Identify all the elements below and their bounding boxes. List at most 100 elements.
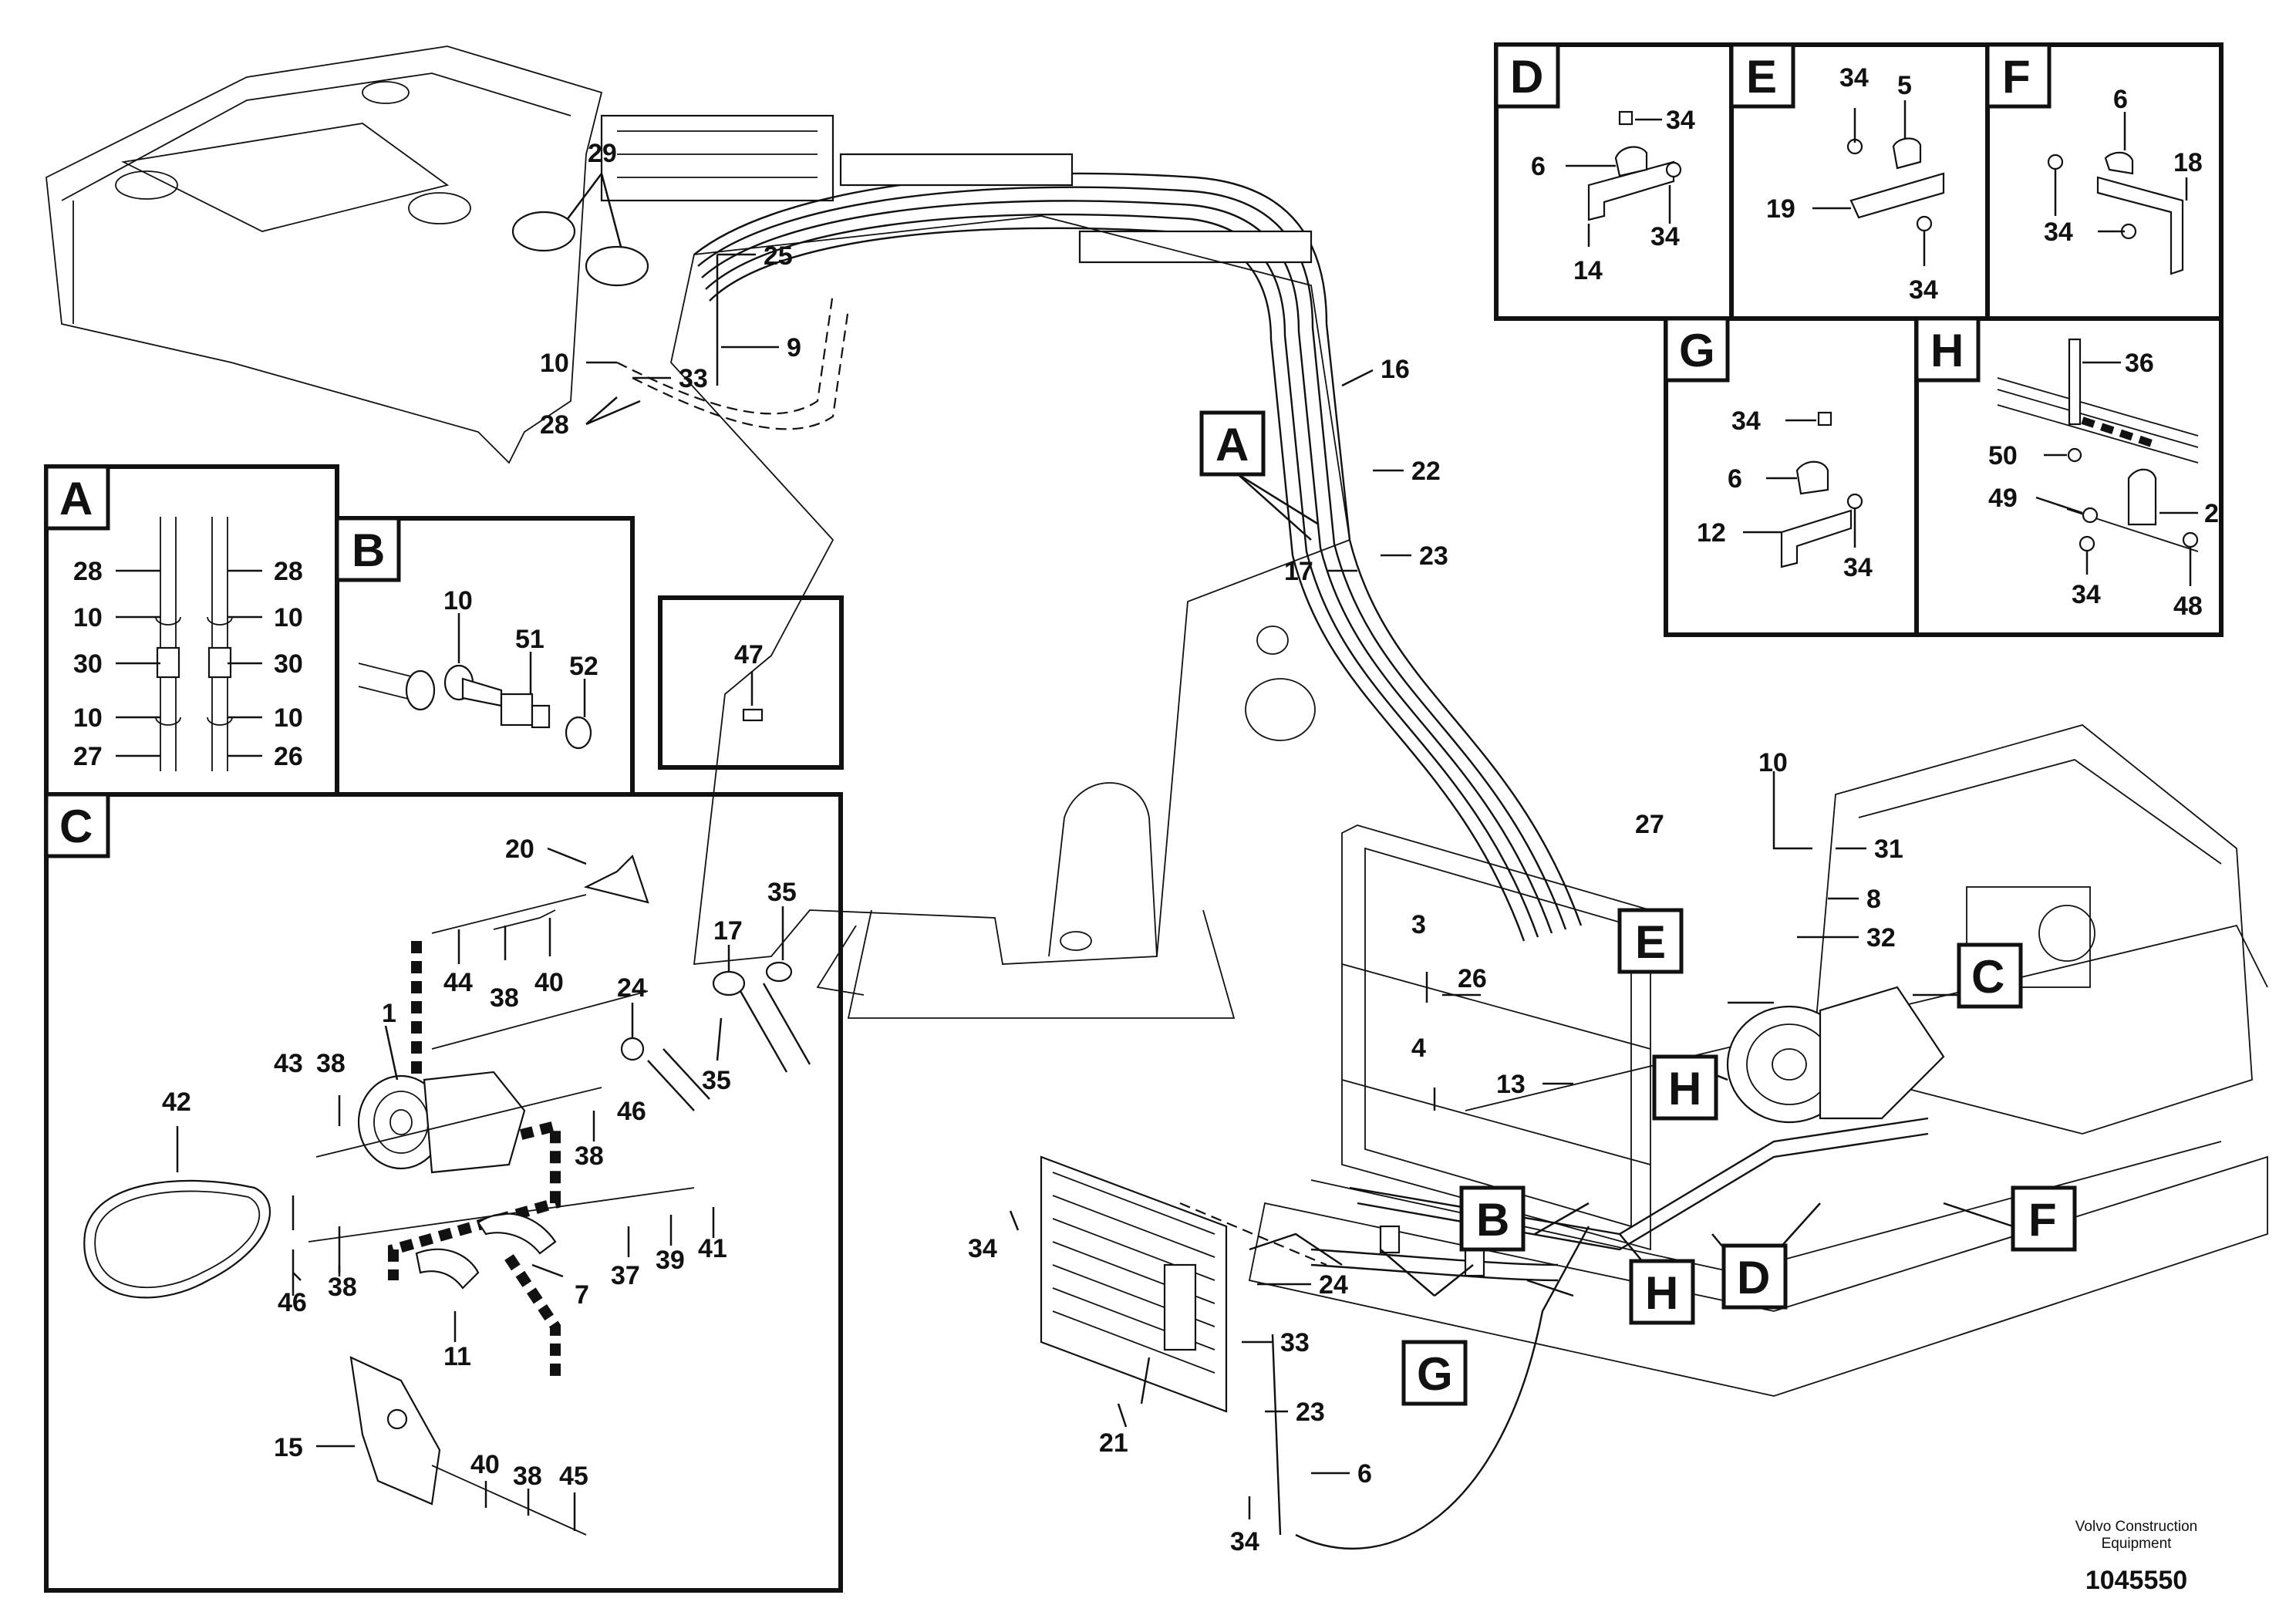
svg-text:20: 20 bbox=[505, 835, 534, 864]
svg-text:34: 34 bbox=[1909, 275, 1938, 305]
callout-33b: 33 bbox=[1280, 1328, 1310, 1357]
callout-27: 27 bbox=[1635, 810, 1664, 839]
tag-C-main: C bbox=[1957, 943, 2023, 1009]
svg-text:38: 38 bbox=[490, 983, 519, 1013]
svg-text:34: 34 bbox=[1843, 553, 1873, 582]
svg-text:45: 45 bbox=[559, 1462, 588, 1491]
tag-D-main: D bbox=[1721, 1243, 1788, 1310]
callout-9: 9 bbox=[787, 333, 801, 363]
svg-text:H: H bbox=[1930, 325, 1964, 376]
main-compressor bbox=[1726, 986, 1945, 1124]
boom-hoses bbox=[616, 153, 1583, 942]
svg-text:12: 12 bbox=[1697, 518, 1726, 548]
detail-H: H 36 50 49 2 34 48 bbox=[1914, 316, 2224, 637]
detail-E: E 34 5 19 34 bbox=[1729, 42, 1990, 321]
tag-F-main: F bbox=[2011, 1185, 2077, 1252]
svg-text:24: 24 bbox=[617, 973, 646, 1003]
callout-23: 23 bbox=[1419, 541, 1448, 571]
svg-text:41: 41 bbox=[698, 1234, 727, 1263]
callout-34b: 34 bbox=[1230, 1527, 1259, 1556]
svg-text:C: C bbox=[1971, 951, 2004, 1003]
lower-platform bbox=[1248, 924, 2268, 1397]
brand-line-2: Equipment bbox=[2102, 1536, 2173, 1552]
callout-28: 28 bbox=[540, 410, 569, 440]
callout-17: 17 bbox=[1284, 557, 1313, 586]
svg-text:34: 34 bbox=[2072, 580, 2101, 609]
svg-text:D: D bbox=[1737, 1252, 1770, 1303]
svg-text:49: 49 bbox=[1988, 484, 2018, 513]
svg-text:39: 39 bbox=[656, 1246, 685, 1275]
svg-text:38: 38 bbox=[328, 1273, 357, 1302]
tag-H-main-upper: H bbox=[1652, 1054, 1718, 1121]
svg-text:15: 15 bbox=[274, 1433, 303, 1462]
callout-32: 32 bbox=[1866, 923, 1896, 953]
svg-text:18: 18 bbox=[2173, 148, 2203, 177]
callout-4: 4 bbox=[1411, 1034, 1426, 1063]
svg-text:52: 52 bbox=[569, 652, 598, 681]
drawing-footer: Volvo Construction Equipment 1045550 bbox=[2075, 1519, 2197, 1595]
svg-text:17: 17 bbox=[713, 916, 743, 946]
svg-text:47: 47 bbox=[734, 640, 764, 669]
svg-text:35: 35 bbox=[767, 878, 797, 907]
svg-text:D: D bbox=[1510, 51, 1543, 103]
callout-24: 24 bbox=[1319, 1270, 1348, 1300]
callout-34a: 34 bbox=[968, 1234, 997, 1263]
svg-text:34: 34 bbox=[2044, 218, 2073, 247]
svg-text:34: 34 bbox=[1650, 222, 1680, 251]
svg-text:2: 2 bbox=[2204, 499, 2219, 528]
callout-22: 22 bbox=[1411, 457, 1441, 486]
svg-text:42: 42 bbox=[162, 1088, 191, 1117]
detail-G: G 34 6 12 34 bbox=[1664, 316, 1919, 637]
detail-A: A 28 28 10 10 30 30 10 10 27 26 bbox=[44, 464, 339, 797]
tag-A-main: A bbox=[1199, 410, 1266, 477]
svg-text:E: E bbox=[1635, 916, 1666, 968]
svg-text:46: 46 bbox=[278, 1288, 307, 1317]
svg-text:E: E bbox=[1746, 51, 1777, 103]
svg-text:5: 5 bbox=[1897, 71, 1912, 100]
svg-text:G: G bbox=[1417, 1348, 1453, 1400]
callout-26: 26 bbox=[1458, 964, 1487, 993]
callout-10b: 10 bbox=[1758, 748, 1788, 777]
upper-frame bbox=[46, 46, 834, 464]
svg-text:40: 40 bbox=[534, 968, 564, 997]
callout-16: 16 bbox=[1381, 355, 1410, 384]
svg-text:H: H bbox=[1668, 1063, 1701, 1114]
svg-text:50: 50 bbox=[1988, 441, 2018, 470]
svg-text:43: 43 bbox=[274, 1049, 303, 1078]
svg-text:F: F bbox=[2002, 51, 2031, 103]
svg-text:10: 10 bbox=[73, 703, 103, 733]
callout-6: 6 bbox=[1357, 1459, 1372, 1489]
main-leaders bbox=[511, 173, 2014, 1519]
svg-text:A: A bbox=[1215, 419, 1249, 470]
svg-text:G: G bbox=[1679, 325, 1715, 376]
svg-text:37: 37 bbox=[611, 1261, 640, 1290]
svg-text:34: 34 bbox=[1731, 406, 1761, 436]
callout-25: 25 bbox=[764, 241, 793, 271]
tag-G-main: G bbox=[1401, 1340, 1468, 1406]
svg-text:10: 10 bbox=[274, 703, 303, 733]
svg-text:10: 10 bbox=[443, 586, 473, 615]
main-callouts: 29 25 9 10 33 28 16 22 17 23 10 27 31 8 … bbox=[540, 139, 1903, 1556]
callout-23b: 23 bbox=[1296, 1398, 1325, 1427]
tag-H-main-lower: H bbox=[1629, 1259, 1695, 1325]
svg-text:B: B bbox=[1476, 1194, 1509, 1246]
svg-text:51: 51 bbox=[515, 625, 544, 654]
detail-B: B 10 51 52 bbox=[335, 516, 635, 797]
svg-text:H: H bbox=[1645, 1267, 1678, 1319]
svg-text:27: 27 bbox=[73, 742, 103, 771]
svg-text:6: 6 bbox=[2113, 85, 2128, 114]
tag-E-main: E bbox=[1617, 908, 1684, 974]
callout-21: 21 bbox=[1099, 1428, 1128, 1458]
detail-C: C bbox=[44, 792, 843, 1593]
tag-B-main: B bbox=[1459, 1185, 1526, 1252]
callout-3: 3 bbox=[1411, 910, 1426, 939]
main-detail-tags: A E C H F B H D bbox=[1199, 410, 2077, 1406]
brand-line-1: Volvo Construction bbox=[2075, 1519, 2197, 1535]
detail-D: D 34 6 34 14 bbox=[1494, 42, 1734, 321]
callout-13: 13 bbox=[1496, 1070, 1526, 1099]
svg-text:14: 14 bbox=[1573, 256, 1603, 285]
callout-31: 31 bbox=[1874, 835, 1903, 864]
svg-text:48: 48 bbox=[2173, 592, 2203, 621]
svg-text:6: 6 bbox=[1531, 152, 1546, 181]
